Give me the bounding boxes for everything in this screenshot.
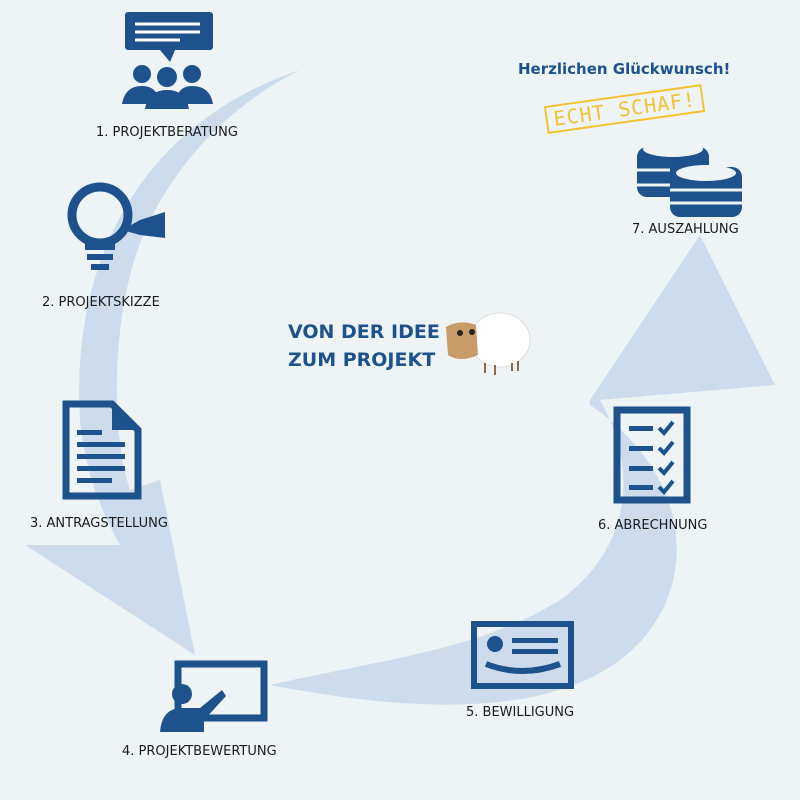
certificate-icon [470,620,575,694]
step-label: 2. PROJEKTSKIZZE [42,295,160,310]
step-label: 1. PROJEKTBERATUNG [96,125,238,140]
consultation-group-icon [120,12,215,116]
left-arrow [25,70,300,655]
lightbulb-icon [60,180,170,284]
right-arrow [270,235,775,705]
diagram-title: VON DER IDEE ZUM PROJEKT [288,318,440,374]
title-line-2: ZUM PROJEKT [288,349,436,371]
congratulations-text: Herzlichen Glückwunsch! [518,60,731,78]
step-label: 5. BEWILLIGUNG [466,705,575,720]
document-icon [62,400,142,504]
presentation-icon [160,660,270,739]
sheep-icon [440,305,535,384]
title-line-1: VON DER IDEE [288,321,440,343]
step-label: 3. ANTRAGSTELLUNG [30,516,168,531]
step-label: 4. PROJEKTBEWERTUNG [122,744,277,759]
step-label: 6. ABRECHNUNG [598,518,708,533]
step-label: 7. AUSZAHLUNG [632,222,739,237]
checklist-icon [613,406,693,510]
coins-icon [635,135,745,224]
